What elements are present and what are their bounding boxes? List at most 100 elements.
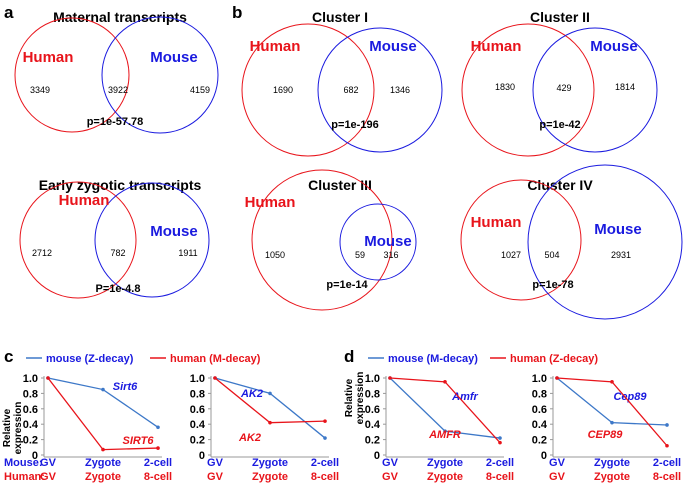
venn-count-human-only: 3349 — [30, 85, 50, 95]
x-tick-label-mouse: 2-cell — [311, 457, 339, 469]
venn-count-overlap: 429 — [556, 83, 571, 93]
y-tick-label: 0.8 — [532, 388, 547, 400]
venn-count-overlap: 504 — [544, 250, 559, 260]
venn-count-overlap: 782 — [110, 248, 125, 258]
data-point-human — [268, 420, 272, 425]
y-tick-label: 1.0 — [365, 373, 380, 385]
x-tick-label-mouse: GV — [549, 457, 566, 469]
x-tick-label-human: GV — [207, 471, 224, 483]
x-tick-label-mouse: GV — [40, 457, 57, 469]
y-tick-label: 0.4 — [365, 419, 381, 431]
gene-label-human: AMFR — [428, 429, 461, 441]
venn-circle-human — [19, 181, 137, 299]
y-tick-label: 1.0 — [23, 373, 38, 385]
data-point-human — [443, 380, 447, 384]
venn-circle-human — [241, 23, 375, 157]
venn-title: Cluster II — [530, 9, 590, 25]
venn-count-human-only: 1690 — [273, 85, 293, 95]
y-tick-label: 0 — [199, 450, 205, 462]
y-tick-label: 0.4 — [23, 419, 39, 431]
x-tick-label-human: 8-cell — [653, 471, 681, 483]
y-tick-label: 0.6 — [190, 404, 205, 416]
y-tick-label: 0.2 — [365, 435, 380, 447]
venn-title: Cluster I — [312, 9, 368, 25]
data-point-human — [213, 376, 217, 380]
y-tick-label: 0.8 — [23, 388, 38, 400]
y-tick-label: 0.4 — [532, 419, 548, 431]
venn-label-human: Human — [245, 194, 296, 211]
x-tick-label-mouse: GV — [382, 457, 399, 469]
legend-d-mouse-label: mouse (M-decay) — [388, 353, 478, 365]
data-point-human — [498, 440, 502, 445]
y-tick-label: 0.6 — [365, 404, 380, 416]
venn-circle-human — [14, 17, 130, 133]
legend-c-human-label: human (M-decay) — [170, 353, 261, 365]
gene-label-mouse: Cep89 — [613, 391, 647, 403]
venn-label-mouse: Mouse — [369, 38, 417, 55]
venn-pvalue: p=1e-14 — [326, 279, 368, 291]
x-tick-label-human: Zygote — [85, 471, 121, 483]
venn-label-mouse: Mouse — [364, 233, 412, 250]
data-point-mouse — [443, 429, 447, 433]
venn-label-human: Human — [23, 49, 74, 66]
data-point-human — [388, 376, 392, 380]
data-point-mouse — [498, 436, 502, 440]
x-tick-label-human: 8-cell — [144, 471, 172, 483]
venn-label-human: Human — [250, 38, 301, 55]
x-tick-label-human: GV — [549, 471, 566, 483]
legend-c-mouse-label: mouse (Z-decay) — [46, 353, 134, 365]
gene-label-human: CEP89 — [588, 429, 624, 441]
data-point-human — [555, 376, 559, 380]
venn-pvalue: p=1e-57.78 — [87, 116, 144, 128]
venn-count-overlap: 682 — [343, 85, 358, 95]
venn-count-human-only: 1027 — [501, 250, 521, 260]
data-point-mouse — [268, 391, 272, 396]
series-line-mouse — [214, 377, 326, 439]
venn-count-overlap: 59 — [355, 250, 365, 260]
y-tick-label: 0.8 — [190, 388, 205, 400]
gene-label-mouse: AK2 — [240, 388, 263, 400]
gene-label-mouse: Sirt6 — [113, 381, 138, 393]
data-point-human — [46, 376, 50, 380]
y-tick-label: 1.0 — [190, 373, 205, 385]
ylabel-c-line2: expression — [13, 402, 24, 455]
x-tick-label-human: Zygote — [252, 471, 288, 483]
data-point-human — [323, 419, 327, 423]
y-tick-label: 0.4 — [190, 419, 206, 431]
panel-label-c: c — [4, 347, 13, 366]
x-tick-label-mouse: Zygote — [85, 457, 121, 469]
x-tick-label-mouse: Zygote — [594, 457, 630, 469]
y-tick-label: 0 — [374, 450, 380, 462]
venn-title: Cluster III — [308, 177, 372, 193]
row-label-mouse: Mouse: — [4, 457, 43, 469]
panel-label-a: a — [4, 3, 14, 22]
venn-circle-mouse — [94, 182, 210, 298]
legend-c: mouse (Z-decay) human (M-decay) — [26, 353, 261, 365]
venn-pvalue: p=1e-42 — [539, 119, 580, 131]
y-tick-label: 0.2 — [23, 435, 38, 447]
venn-count-mouse-only: 2931 — [611, 250, 631, 260]
y-tick-label: 1.0 — [532, 373, 547, 385]
row-label-human: Human: — [4, 471, 45, 483]
series-line-mouse — [556, 377, 668, 426]
series-line-mouse — [47, 377, 159, 428]
y-tick-label: 0 — [541, 450, 547, 462]
y-tick-label: 0.2 — [190, 435, 205, 447]
y-tick-label: 0.2 — [532, 435, 547, 447]
ylabel-c-line1: Relative — [2, 408, 13, 447]
gene-label-human: SIRT6 — [123, 435, 155, 447]
panel-label-b: b — [232, 3, 242, 22]
x-tick-label-human: 8-cell — [486, 471, 514, 483]
venn-label-human: Human — [471, 214, 522, 231]
panel-label-d: d — [344, 347, 354, 366]
venn-label-human: Human — [59, 192, 110, 209]
gene-label-human: AK2 — [238, 432, 261, 444]
y-tick-label: 0.8 — [365, 388, 380, 400]
